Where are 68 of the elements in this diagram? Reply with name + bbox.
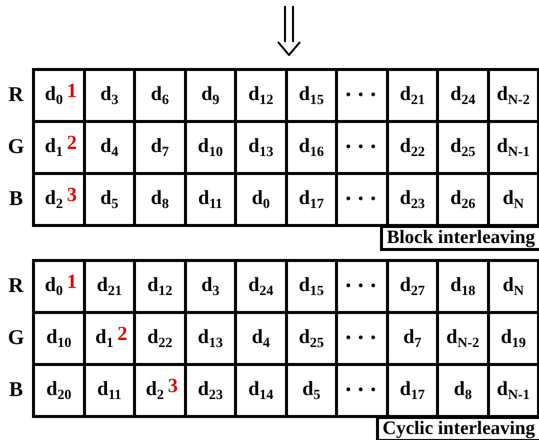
- step-number: 1: [66, 80, 77, 102]
- cell-text: d$_{15}$: [298, 82, 324, 108]
- cell-text: d$_{17}$: [400, 378, 425, 404]
- cell-text: d$_{24}$: [248, 274, 274, 300]
- row-label: R: [7, 82, 25, 107]
- cell-text: d$_{N-1}$: [496, 378, 530, 404]
- cell-text: d$_{26}$: [450, 186, 476, 212]
- cell-text: d$_{N-2}$: [446, 326, 480, 352]
- cell-text: d$_{20}$: [46, 378, 72, 404]
- cell-text: d$_{10}$: [46, 326, 72, 352]
- cell-text: d$_{18}$: [450, 274, 476, 300]
- cell-text: d$_{8}$: [454, 378, 472, 404]
- cell-text: d$_{0}$: [252, 186, 270, 212]
- cell-text: d$_{23}$: [198, 378, 223, 404]
- ellipsis: • • •: [346, 192, 378, 208]
- cell-text: d$_{5}$: [302, 378, 320, 404]
- cell-text: d$_{25}$: [450, 134, 476, 160]
- cell-text: d$_{5}$: [100, 186, 118, 212]
- cell-text: d$_{19}$: [500, 326, 526, 352]
- step-number: 2: [66, 132, 77, 154]
- cell-text: d$_{27}$: [400, 274, 425, 300]
- step-number: 1: [66, 270, 77, 292]
- cell-text: d$_{17}$: [298, 186, 324, 212]
- row-label: R: [7, 273, 25, 298]
- cell-text: d$_{12}$: [147, 274, 172, 300]
- cell-text: d$_{11}$: [198, 186, 222, 212]
- cell-text: d$_{7}$: [150, 134, 169, 160]
- table-caption: Block interleaving: [380, 225, 539, 251]
- cell-text: d$_{24}$: [450, 82, 476, 108]
- cell-text: d$_{4}$: [100, 134, 118, 160]
- cell-text: d$_{23}$: [400, 186, 425, 212]
- row-label: B: [8, 377, 24, 402]
- cell-text: d$_{21}$: [96, 274, 122, 300]
- cell-text: d$_{4}$: [252, 326, 270, 352]
- cell-text: d$_{15}$: [298, 274, 324, 300]
- cell-text: d$_{N}$: [502, 186, 524, 212]
- cell-text: d$_{9}$: [201, 82, 220, 108]
- row-label: G: [6, 134, 26, 159]
- cell-text: d$_{8}$: [150, 186, 169, 212]
- step-number: 3: [66, 184, 77, 206]
- row-label: G: [6, 325, 26, 350]
- cell-text: d$_{7}$: [403, 326, 422, 352]
- ellipsis: • • •: [346, 330, 378, 346]
- cell-text: d$_{21}$: [400, 82, 425, 108]
- step-number: 3: [168, 374, 178, 396]
- ellipsis: • • •: [346, 382, 378, 398]
- cell-text: d$_{13}$: [248, 134, 274, 160]
- cell-text: d$_{12}$: [248, 82, 274, 108]
- row-label: B: [8, 186, 24, 211]
- step-number: 2: [117, 322, 128, 344]
- cell-text: d$_{14}$: [248, 378, 274, 404]
- cell-text: d$_{N-1}$: [496, 134, 530, 160]
- ellipsis: • • •: [346, 140, 378, 156]
- cell-text: d$_{6}$: [150, 82, 169, 108]
- cell-text: d$_{13}$: [198, 326, 223, 352]
- cell-text: d$_{N}$: [502, 274, 524, 300]
- cell-text: d$_{22}$: [400, 134, 425, 160]
- table-caption: Cyclic interleaving: [376, 416, 539, 440]
- cell-text: d$_{N-2}$: [496, 82, 530, 108]
- ellipsis: • • •: [346, 278, 378, 294]
- ellipsis: • • •: [346, 88, 378, 104]
- cell-text: d$_{16}$: [298, 134, 324, 160]
- cell-text: d$_{11}$: [97, 378, 122, 404]
- cell-text: d$_{10}$: [198, 134, 223, 160]
- cell-text: d$_{3}$: [201, 274, 220, 300]
- cell-text: d$_{3}$: [100, 82, 118, 108]
- cell-text: d$_{25}$: [298, 326, 324, 352]
- cell-text: d$_{22}$: [147, 326, 172, 352]
